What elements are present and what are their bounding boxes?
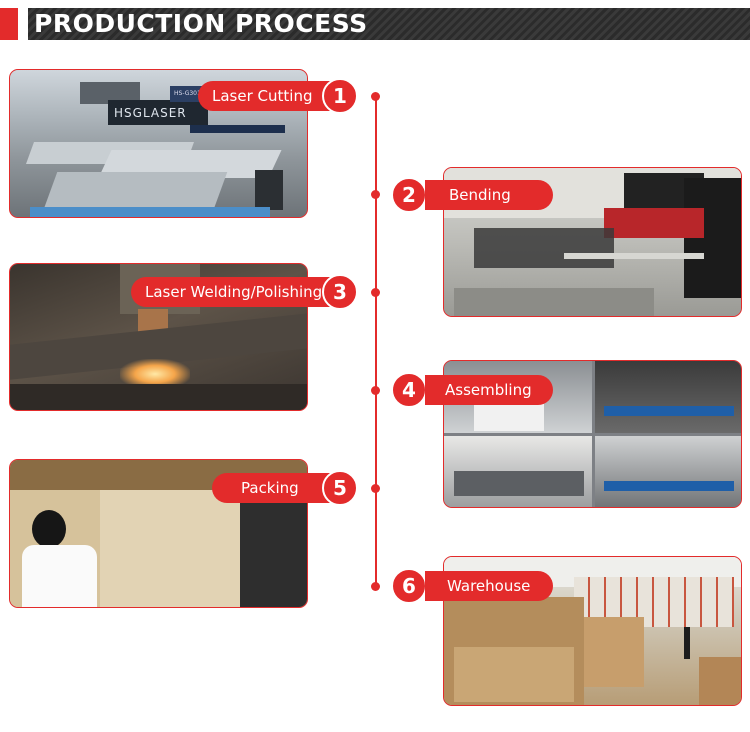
step-label-bending: Bending	[425, 180, 553, 210]
step-label-laser-welding: Laser Welding/Polishing	[131, 277, 339, 307]
step-label-assembling: Assembling	[425, 375, 553, 405]
step-label-text: Bending	[449, 186, 511, 204]
step-label-packing: Packing	[212, 473, 338, 503]
header-bar	[28, 8, 750, 40]
step-label-laser-cutting: Laser Cutting	[198, 81, 338, 111]
timeline-line	[375, 96, 377, 586]
step-label-text: Laser Cutting	[212, 87, 313, 105]
timeline-dot	[371, 582, 380, 591]
step-label-text: Packing	[241, 479, 299, 497]
step-number-5: 5	[322, 470, 358, 506]
timeline-dot	[371, 288, 380, 297]
step-number-1: 1	[322, 78, 358, 114]
machine-brand-text: HSGLASER	[114, 106, 187, 120]
step-label-text: Laser Welding/Polishing	[145, 283, 323, 301]
header-accent-block	[0, 8, 18, 40]
page-title: PRODUCTION PROCESS	[34, 9, 368, 38]
timeline-dot	[371, 386, 380, 395]
step-label-text: Assembling	[445, 381, 532, 399]
timeline-dot	[371, 92, 380, 101]
step-number-2: 2	[391, 177, 427, 213]
timeline-dot	[371, 484, 380, 493]
step-number-6: 6	[391, 568, 427, 604]
step-number-4: 4	[391, 372, 427, 408]
step-label-text: Warehouse	[447, 577, 531, 595]
timeline-dot	[371, 190, 380, 199]
assembling-photo	[443, 360, 742, 508]
step-number-3: 3	[322, 274, 358, 310]
page-header: PRODUCTION PROCESS	[0, 0, 750, 42]
step-label-warehouse: Warehouse	[425, 571, 553, 601]
